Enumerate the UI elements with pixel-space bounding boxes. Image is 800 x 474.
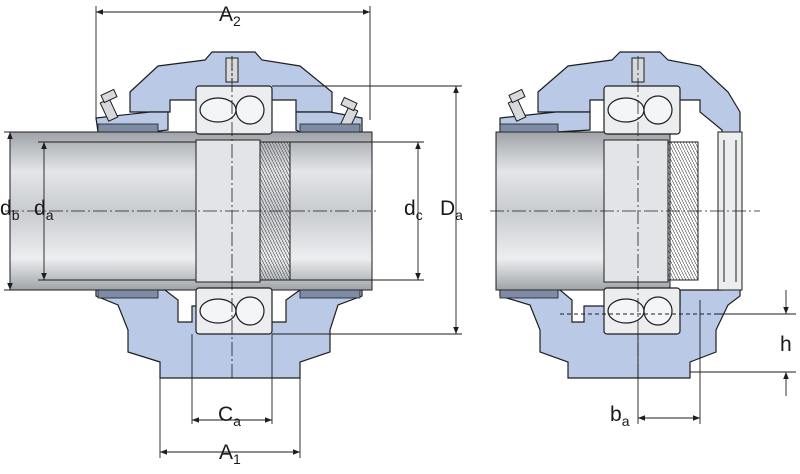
dimension-label-dc: dc bbox=[404, 197, 423, 223]
left-bearing-bottom bbox=[195, 287, 273, 335]
left-seals bbox=[97, 123, 361, 299]
right-grease-fitting-left bbox=[507, 88, 527, 122]
dimension-label-a2: A2 bbox=[219, 3, 241, 29]
dimension-label-da: da bbox=[34, 197, 54, 223]
dimension-label-Da: Da bbox=[440, 197, 463, 223]
dimension-label-ca: Ca bbox=[218, 403, 241, 429]
left-center-lines bbox=[5, 56, 378, 380]
right-bearing-top bbox=[603, 85, 681, 135]
right-dimension-lines bbox=[560, 290, 796, 424]
left-grease-fitting-left bbox=[99, 88, 119, 122]
dimension-label-a1: A1 bbox=[219, 441, 241, 467]
right-center-lines bbox=[490, 56, 760, 380]
left-bearing-top bbox=[195, 85, 273, 135]
right-seals bbox=[499, 123, 559, 299]
right-bearing-bottom bbox=[603, 287, 681, 335]
dimension-label-h: h bbox=[780, 333, 792, 356]
left-dimension-lines bbox=[4, 6, 462, 458]
left-grease-fitting-right bbox=[339, 96, 359, 130]
dimension-label-ba: ba bbox=[610, 403, 630, 429]
dimension-label-db: db bbox=[0, 197, 20, 223]
